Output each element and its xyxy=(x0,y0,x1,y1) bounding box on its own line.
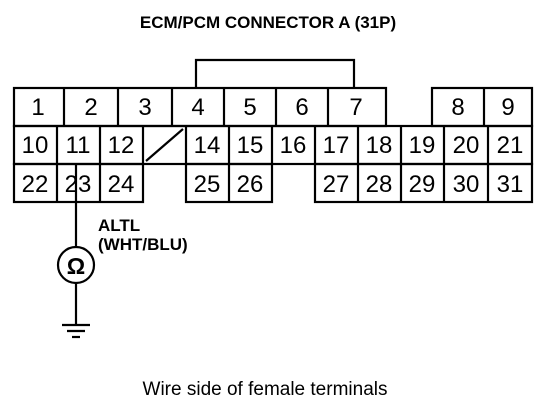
ground-icon xyxy=(62,323,90,339)
wire-name-label: ALTL xyxy=(98,216,140,235)
terminal-21-label: 21 xyxy=(497,132,524,159)
terminal-20-label: 20 xyxy=(453,132,480,159)
terminal-1-label: 1 xyxy=(31,94,44,121)
terminal-8-label: 8 xyxy=(451,94,464,121)
connector-row-2: 10 11 12 14 15 16 17 18 19 20 21 xyxy=(12,124,534,166)
terminal-27-label: 27 xyxy=(323,171,350,198)
terminal-31-label: 31 xyxy=(497,171,524,198)
terminal-cell xyxy=(12,162,145,204)
terminal-cell xyxy=(430,86,534,128)
terminal-23-label: 23 xyxy=(65,171,92,198)
diagram-title: ECM/PCM CONNECTOR A (31P) xyxy=(140,13,396,32)
terminal-9-label: 9 xyxy=(501,94,514,121)
terminal-3-label: 3 xyxy=(138,94,151,121)
terminal-6-label: 6 xyxy=(295,94,308,121)
terminal-30-label: 30 xyxy=(453,171,480,198)
terminal-16-label: 16 xyxy=(280,132,307,159)
ohmmeter-icon: Ω xyxy=(56,245,96,285)
connector-row-1-right: 8 9 xyxy=(430,86,534,128)
connector-row-3-left: 22 23 24 xyxy=(12,162,145,204)
terminal-17-label: 17 xyxy=(323,132,350,159)
terminal-25-label: 25 xyxy=(194,171,221,198)
terminal-7-label: 7 xyxy=(349,94,362,121)
terminal-28-label: 28 xyxy=(366,171,393,198)
wire-color-label: (WHT/BLU) xyxy=(98,235,188,254)
terminal-22-label: 22 xyxy=(22,171,49,198)
terminal-2-label: 2 xyxy=(84,94,97,121)
terminal-5-label: 5 xyxy=(243,94,256,121)
terminal-29-label: 29 xyxy=(409,171,436,198)
connector-lock-tab xyxy=(194,58,356,88)
terminal-cell xyxy=(313,162,534,204)
terminal-24-label: 24 xyxy=(108,171,135,198)
terminal-10-label: 10 xyxy=(22,132,49,159)
diagram-caption: Wire side of female terminals xyxy=(143,379,388,400)
terminal-11-label: 11 xyxy=(66,132,91,159)
ohm-symbol: Ω xyxy=(67,253,85,279)
terminal-18-label: 18 xyxy=(366,132,393,159)
terminal-15-label: 15 xyxy=(237,132,264,159)
connector-row-3-middle: 25 26 xyxy=(184,162,274,204)
unused-terminal-slash xyxy=(145,128,184,162)
terminal-19-label: 19 xyxy=(409,132,436,159)
terminal-4-label: 4 xyxy=(191,94,204,121)
connector-row-3-right: 27 28 29 30 31 xyxy=(313,162,534,204)
terminal-26-label: 26 xyxy=(237,171,264,198)
terminal-12-label: 12 xyxy=(108,132,135,159)
connector-row-1: 1 2 3 4 5 6 7 xyxy=(12,86,388,128)
terminal-14-label: 14 xyxy=(194,132,221,159)
